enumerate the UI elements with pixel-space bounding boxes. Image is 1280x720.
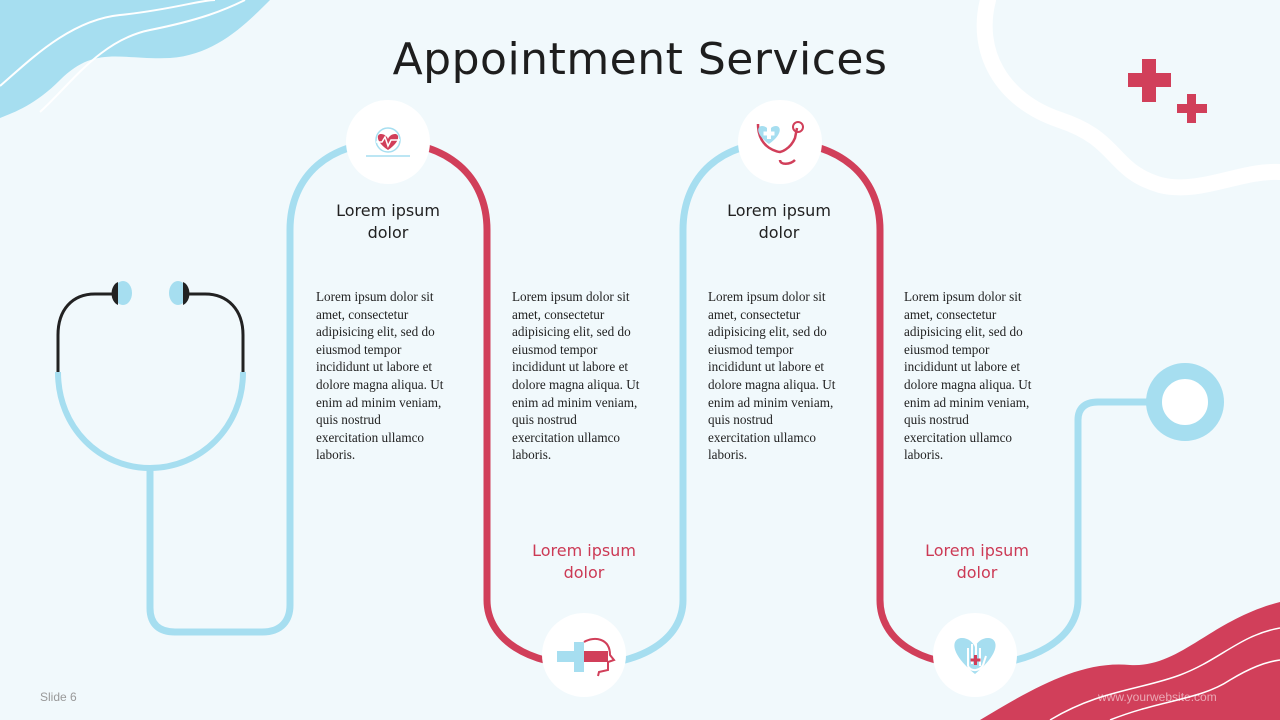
body-line: quis nostrud: [512, 412, 577, 428]
plus-cross-icon: [1128, 59, 1207, 123]
body-line: laboris.: [904, 447, 944, 463]
body-line: incididunt ut labore et: [316, 359, 433, 375]
step-3-body: Lorem ipsum dolor sit amet, consectetur …: [708, 288, 858, 464]
body-line: incididunt ut labore et: [512, 359, 629, 375]
body-line: amet, consectetur: [904, 306, 997, 322]
heart-hand-icon: [933, 613, 1017, 697]
body-line: incididunt ut labore et: [708, 359, 825, 375]
step-1-heading: Lorem ipsum dolor: [288, 200, 488, 244]
body-line: Lorem ipsum dolor sit: [708, 289, 826, 304]
step-4-heading-line1: Lorem ipsum: [925, 541, 1029, 560]
body-line: amet, consectetur: [316, 306, 409, 322]
body-line: amet, consectetur: [512, 306, 605, 322]
step-3-heading: Lorem ipsum dolor: [679, 200, 879, 244]
body-line: exercitation ullamco: [904, 429, 1013, 445]
body-line: adipisicing elit, sed do: [512, 324, 631, 340]
body-line: enim ad minim veniam,: [316, 394, 442, 410]
stethoscope-illustration: [55, 230, 294, 636]
step-4-body: Lorem ipsum dolor sit amet, consectetur …: [904, 288, 1054, 464]
body-line: laboris.: [316, 447, 356, 463]
bottom-right-wave: [980, 602, 1280, 720]
stethoscope-heart-icon: [738, 100, 822, 184]
body-line: quis nostrud: [708, 412, 773, 428]
body-line: eiusmod tempor: [904, 341, 990, 357]
page-title: Appointment Services: [392, 34, 888, 85]
body-line: dolore magna aliqua. Ut: [708, 376, 836, 392]
body-line: eiusmod tempor: [512, 341, 598, 357]
body-line: incididunt ut labore et: [904, 359, 1021, 375]
step-1-heading-line1: Lorem ipsum: [336, 201, 440, 220]
body-line: quis nostrud: [904, 412, 969, 428]
top-left-wave: [0, 0, 270, 118]
step-4-heading: Lorem ipsum dolor: [877, 540, 1077, 584]
body-line: laboris.: [708, 447, 748, 463]
body-line: Lorem ipsum dolor sit: [512, 289, 630, 304]
body-line: dolore magna aliqua. Ut: [316, 376, 444, 392]
body-line: laboris.: [512, 447, 552, 463]
body-line: enim ad minim veniam,: [708, 394, 834, 410]
step-2-heading: Lorem ipsum dolor: [484, 540, 684, 584]
step-3-heading-line2: dolor: [758, 223, 800, 242]
website-label: www.yourwebsite.com: [1098, 690, 1217, 704]
step-2-heading-line2: dolor: [563, 563, 605, 582]
step-2-body: Lorem ipsum dolor sit amet, consectetur …: [512, 288, 662, 464]
body-line: dolore magna aliqua. Ut: [512, 376, 640, 392]
body-line: amet, consectetur: [708, 306, 801, 322]
body-line: exercitation ullamco: [708, 429, 817, 445]
step-1-heading-line2: dolor: [367, 223, 409, 242]
body-line: quis nostrud: [316, 412, 381, 428]
body-line: enim ad minim veniam,: [512, 394, 638, 410]
body-line: Lorem ipsum dolor sit: [316, 289, 434, 304]
step-4-heading-line2: dolor: [956, 563, 998, 582]
stethoscope-chestpiece: [1146, 363, 1224, 441]
body-line: enim ad minim veniam,: [904, 394, 1030, 410]
body-line: Lorem ipsum dolor sit: [904, 289, 1022, 304]
slide-number: Slide 6: [40, 690, 77, 704]
body-line: exercitation ullamco: [512, 429, 621, 445]
body-line: adipisicing elit, sed do: [904, 324, 1023, 340]
body-line: adipisicing elit, sed do: [316, 324, 435, 340]
body-line: exercitation ullamco: [316, 429, 425, 445]
step-1-body: Lorem ipsum dolor sit amet, consectetur …: [316, 288, 466, 464]
heart-monitor-icon: [346, 100, 430, 184]
step-2-heading-line1: Lorem ipsum: [532, 541, 636, 560]
step-3-heading-line1: Lorem ipsum: [727, 201, 831, 220]
body-line: dolore magna aliqua. Ut: [904, 376, 1032, 392]
body-line: eiusmod tempor: [708, 341, 794, 357]
medical-head-icon: [542, 613, 626, 697]
top-right-swoosh: [976, 0, 1280, 196]
body-line: eiusmod tempor: [316, 341, 402, 357]
body-line: adipisicing elit, sed do: [708, 324, 827, 340]
